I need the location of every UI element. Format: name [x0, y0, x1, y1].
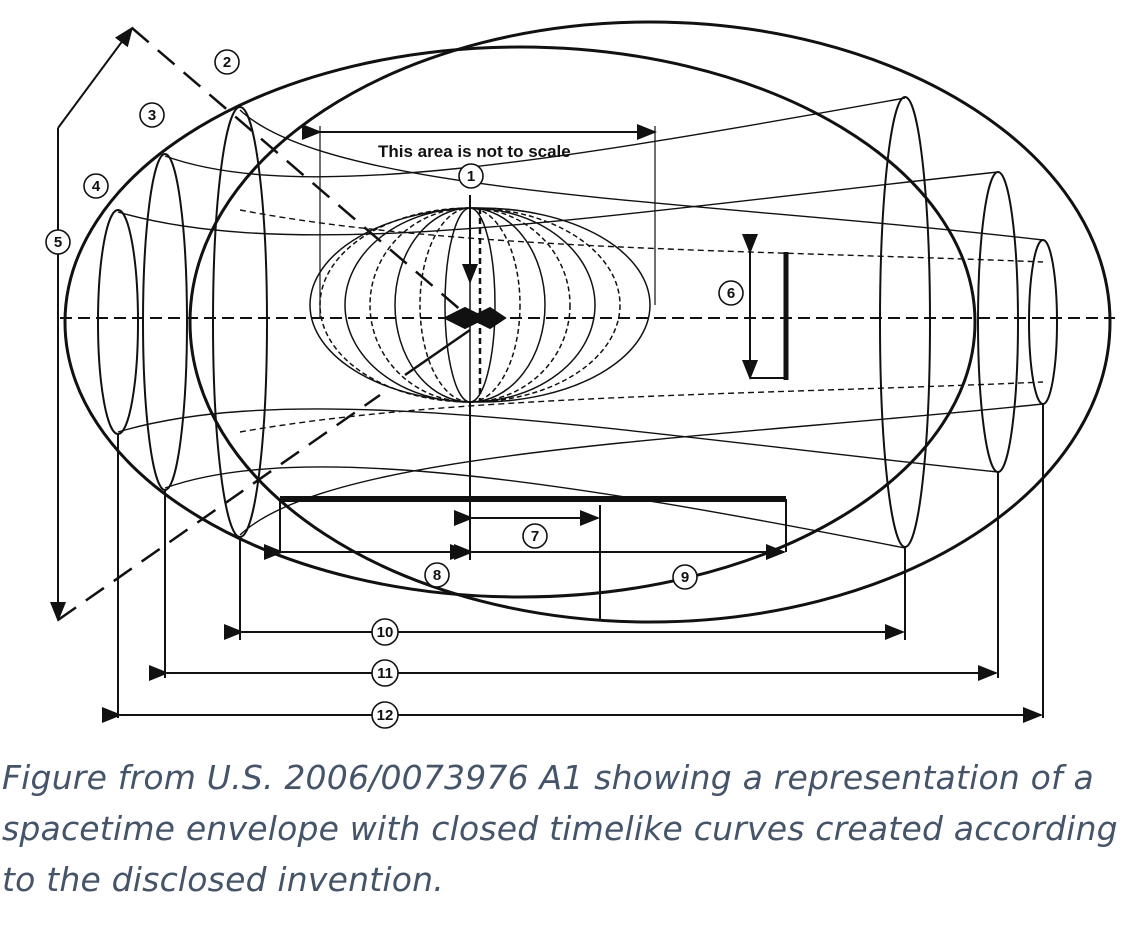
svg-text:2: 2 [223, 54, 231, 71]
callout-4: 4 [83, 173, 109, 199]
callout-3: 3 [139, 102, 165, 128]
outer-envelope-left [63, 45, 977, 599]
cross-section-right-3 [1028, 239, 1058, 405]
throat-surface-lines [117, 97, 1044, 549]
svg-text:6: 6 [727, 285, 735, 302]
callout-8: 8 [424, 562, 450, 588]
svg-text:4: 4 [92, 178, 101, 195]
callout-7: 7 [522, 523, 548, 549]
svg-text:9: 9 [681, 569, 689, 586]
dimension-5 [57, 26, 134, 129]
callout-5: 5 [45, 229, 71, 255]
svg-text:5: 5 [54, 234, 62, 251]
svg-text:11: 11 [377, 665, 393, 682]
svg-text:3: 3 [148, 107, 156, 124]
cross-section-right-1 [879, 96, 931, 548]
callout-10: 10 [371, 618, 399, 646]
callout-9: 9 [672, 564, 698, 590]
svg-text:1: 1 [467, 168, 475, 185]
svg-text:8: 8 [433, 567, 441, 584]
outer-envelope-right [188, 20, 1112, 624]
callout-6: 6 [718, 280, 744, 306]
central-ellipsoid [309, 207, 651, 403]
patent-figure: This area is not to scale 1 2 3 4 5 6 7 [45, 20, 1115, 729]
caption-line-3: to the disclosed invention. [2, 860, 444, 899]
svg-text:7: 7 [531, 528, 539, 545]
svg-text:12: 12 [377, 707, 394, 724]
cross-section-right-2 [977, 171, 1019, 473]
callout-2: 2 [214, 49, 240, 75]
callout-1: 1 [458, 163, 484, 189]
callout-labels: 1 2 3 4 5 6 7 8 [45, 49, 744, 729]
cross-section-left-2 [142, 153, 188, 491]
cross-section-left-1 [97, 209, 139, 435]
callout-11: 11 [371, 659, 399, 687]
diagonal-dashed-axis [131, 27, 471, 319]
figure-caption: Figure from U.S. 2006/0073976 A1 showing… [2, 752, 1122, 905]
spacetime-envelope-diagram: This area is not to scale 1 2 3 4 5 6 7 [45, 20, 1115, 729]
svg-text:10: 10 [377, 624, 394, 641]
callout-12: 12 [371, 701, 399, 729]
caption-line-1: Figure from U.S. 2006/0073976 A1 showing… [2, 758, 1094, 797]
cross-section-left-3 [212, 106, 268, 538]
scale-note: This area is not to scale [378, 142, 571, 161]
caption-line-2: spacetime envelope with closed timelike … [2, 809, 1118, 848]
